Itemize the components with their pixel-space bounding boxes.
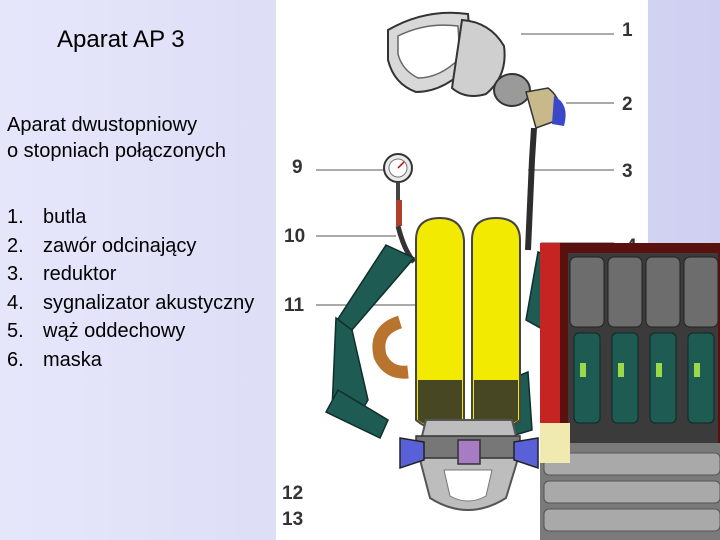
mask-drawing (388, 13, 566, 128)
subtitle-line-2: o stopniach połączonych (7, 138, 226, 164)
callout-11: 11 (284, 295, 304, 317)
list-item: 5.wąż oddechowy (7, 317, 254, 346)
callout-2: 2 (622, 94, 633, 116)
list-item-number: 6. (7, 346, 43, 375)
callout-13: 13 (282, 509, 303, 531)
list-item: 6.maska (7, 346, 254, 375)
list-item: 1.butla (7, 203, 254, 232)
subtitle-line-1: Aparat dwustopniowy (7, 112, 226, 138)
callout-10: 10 (284, 226, 305, 248)
callout-9: 9 (292, 157, 303, 179)
list-item-label: butla (43, 203, 86, 232)
cylinders (416, 218, 520, 430)
list-item-label: wąż oddechowy (43, 317, 185, 346)
callout-3: 3 (622, 161, 633, 183)
list-item-number: 5. (7, 317, 43, 346)
vehicle-photo-drawing (540, 243, 720, 540)
list-item-label: sygnalizator akustyczny (43, 289, 254, 318)
list-item-label: zawór odcinający (43, 232, 196, 261)
list-item-number: 2. (7, 232, 43, 261)
vehicle-apparatus-photo (540, 243, 720, 540)
slide-subtitle: Aparat dwustopniowy o stopniach połączon… (7, 112, 226, 164)
slide-title: Aparat AP 3 (57, 26, 185, 54)
list-item-number: 4. (7, 289, 43, 318)
list-item: 2.zawór odcinający (7, 232, 254, 261)
callout-12: 12 (282, 483, 303, 505)
list-item-number: 1. (7, 203, 43, 232)
component-list: 1.butla 2.zawór odcinający 3.reduktor 4.… (7, 203, 254, 374)
callout-1: 1 (622, 20, 633, 42)
backplate-frame (418, 420, 520, 510)
list-item: 3.reduktor (7, 260, 254, 289)
list-item-number: 3. (7, 260, 43, 289)
list-item-label: maska (43, 346, 102, 375)
list-item-label: reduktor (43, 260, 116, 289)
list-item: 4.sygnalizator akustyczny (7, 289, 254, 318)
